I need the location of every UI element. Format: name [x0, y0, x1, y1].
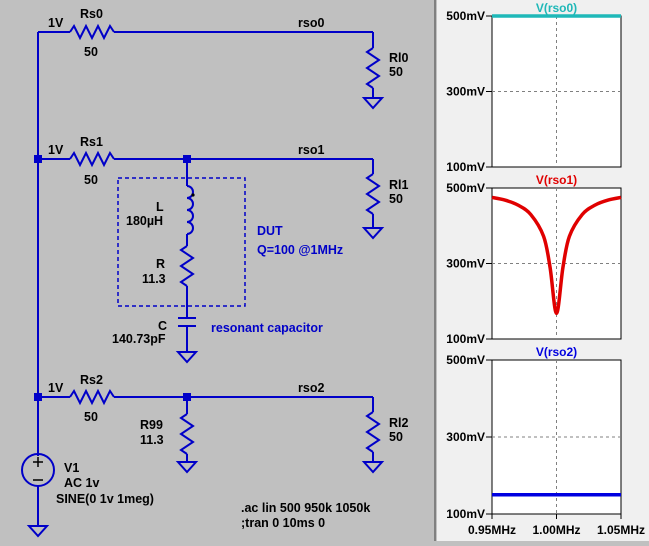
rl2-name[interactable]: Rl2	[389, 416, 409, 430]
source-voltage-label: 1V	[48, 143, 64, 157]
y-tick-label: 100mV	[446, 332, 485, 346]
y-tick-label: 500mV	[446, 9, 485, 23]
y-tick-label: 500mV	[446, 353, 485, 367]
net-label-rso0[interactable]: rso0	[298, 16, 324, 30]
rs0-resistor[interactable]	[69, 23, 115, 41]
trace-title: V(rso2)	[536, 345, 577, 359]
x-tick-label: 0.95MHz	[468, 523, 516, 537]
capacitor-name[interactable]: C	[158, 319, 167, 333]
r-value[interactable]: 11.3	[142, 272, 166, 286]
trace-title: V(rso1)	[536, 173, 577, 187]
resonant-capacitor-comment[interactable]: resonant capacitor	[211, 321, 323, 335]
rl2-value[interactable]: 50	[389, 430, 403, 444]
grounds	[26, 97, 385, 538]
rl2-resistor[interactable]	[365, 411, 381, 453]
rl0-name[interactable]: Rl0	[389, 51, 409, 65]
plot-panes: 500mV 300mV 100mV V(rso0) 500mV 300mV 100mV V(r…	[446, 1, 645, 537]
junction-dot	[34, 393, 42, 401]
rs1-value[interactable]: 50	[84, 173, 98, 187]
net-label-rso2[interactable]: rso2	[298, 381, 324, 395]
trace-title: V(rso0)	[536, 1, 577, 15]
y-tick-label: 100mV	[446, 507, 485, 521]
ground-icon	[26, 525, 50, 538]
schematic-area[interactable]	[21, 23, 381, 526]
inductor-name[interactable]: L	[156, 200, 164, 214]
x-tick-label: 1.00MHz	[532, 523, 580, 537]
r99-resistor[interactable]	[179, 413, 195, 455]
dut-q-comment[interactable]: Q=100 @1MHz	[257, 243, 343, 257]
source-sine-spec[interactable]: SINE(0 1v 1meg)	[56, 492, 154, 506]
source-name[interactable]: V1	[64, 461, 79, 475]
y-tick-label: 300mV	[446, 85, 485, 99]
rs0-value[interactable]: 50	[84, 45, 98, 59]
ground-icon	[361, 461, 385, 474]
y-tick-label: 300mV	[446, 257, 485, 271]
junctions	[34, 155, 191, 401]
dut-comment[interactable]: DUT	[257, 224, 283, 238]
net-label-rso1[interactable]: rso1	[298, 143, 324, 157]
rs2-resistor[interactable]	[69, 388, 115, 406]
rl0-resistor[interactable]	[365, 47, 381, 89]
r-resistor[interactable]	[179, 245, 195, 287]
rs2-value[interactable]: 50	[84, 410, 98, 424]
rl0-value[interactable]: 50	[389, 65, 403, 79]
inductor-value[interactable]: 180µH	[126, 214, 163, 228]
ground-icon	[175, 461, 199, 474]
r99-value[interactable]: 11.3	[140, 433, 164, 447]
y-tick-label: 500mV	[446, 181, 485, 195]
source-voltage-label: 1V	[48, 381, 64, 395]
inductor-symbol[interactable]	[186, 185, 194, 235]
r-name[interactable]: R	[156, 257, 165, 271]
rs0-name[interactable]: Rs0	[80, 7, 103, 21]
rs1-name[interactable]: Rs1	[80, 135, 103, 149]
rl1-value[interactable]: 50	[389, 192, 403, 206]
ground-icon	[175, 351, 199, 364]
inductor-dot-icon	[191, 193, 195, 197]
rl1-name[interactable]: Rl1	[389, 178, 409, 192]
junction-dot	[34, 155, 42, 163]
trace-vrso1[interactable]	[491, 195, 622, 316]
ground-icon	[361, 97, 385, 110]
capacitor-value[interactable]: 140.73pF	[112, 332, 166, 346]
source-ac-spec[interactable]: AC 1v	[64, 476, 99, 490]
ground-icon	[361, 227, 385, 240]
y-tick-label: 100mV	[446, 160, 485, 174]
rl1-resistor[interactable]	[365, 173, 381, 215]
r99-name[interactable]: R99	[140, 418, 163, 432]
y-tick-label: 300mV	[446, 430, 485, 444]
source-voltage-label: 1V	[48, 16, 64, 30]
junction-dot	[183, 393, 191, 401]
rs2-name[interactable]: Rs2	[80, 373, 103, 387]
source-glyphs	[33, 457, 43, 481]
rs1-resistor[interactable]	[69, 150, 115, 168]
spice-directive-ac[interactable]: .ac lin 500 950k 1050k	[241, 501, 370, 515]
dut-box	[117, 177, 246, 307]
x-tick-label: 1.05MHz	[597, 523, 645, 537]
spice-directive-tran[interactable]: ;tran 0 10ms 0	[241, 516, 325, 530]
junction-dot	[183, 155, 191, 163]
